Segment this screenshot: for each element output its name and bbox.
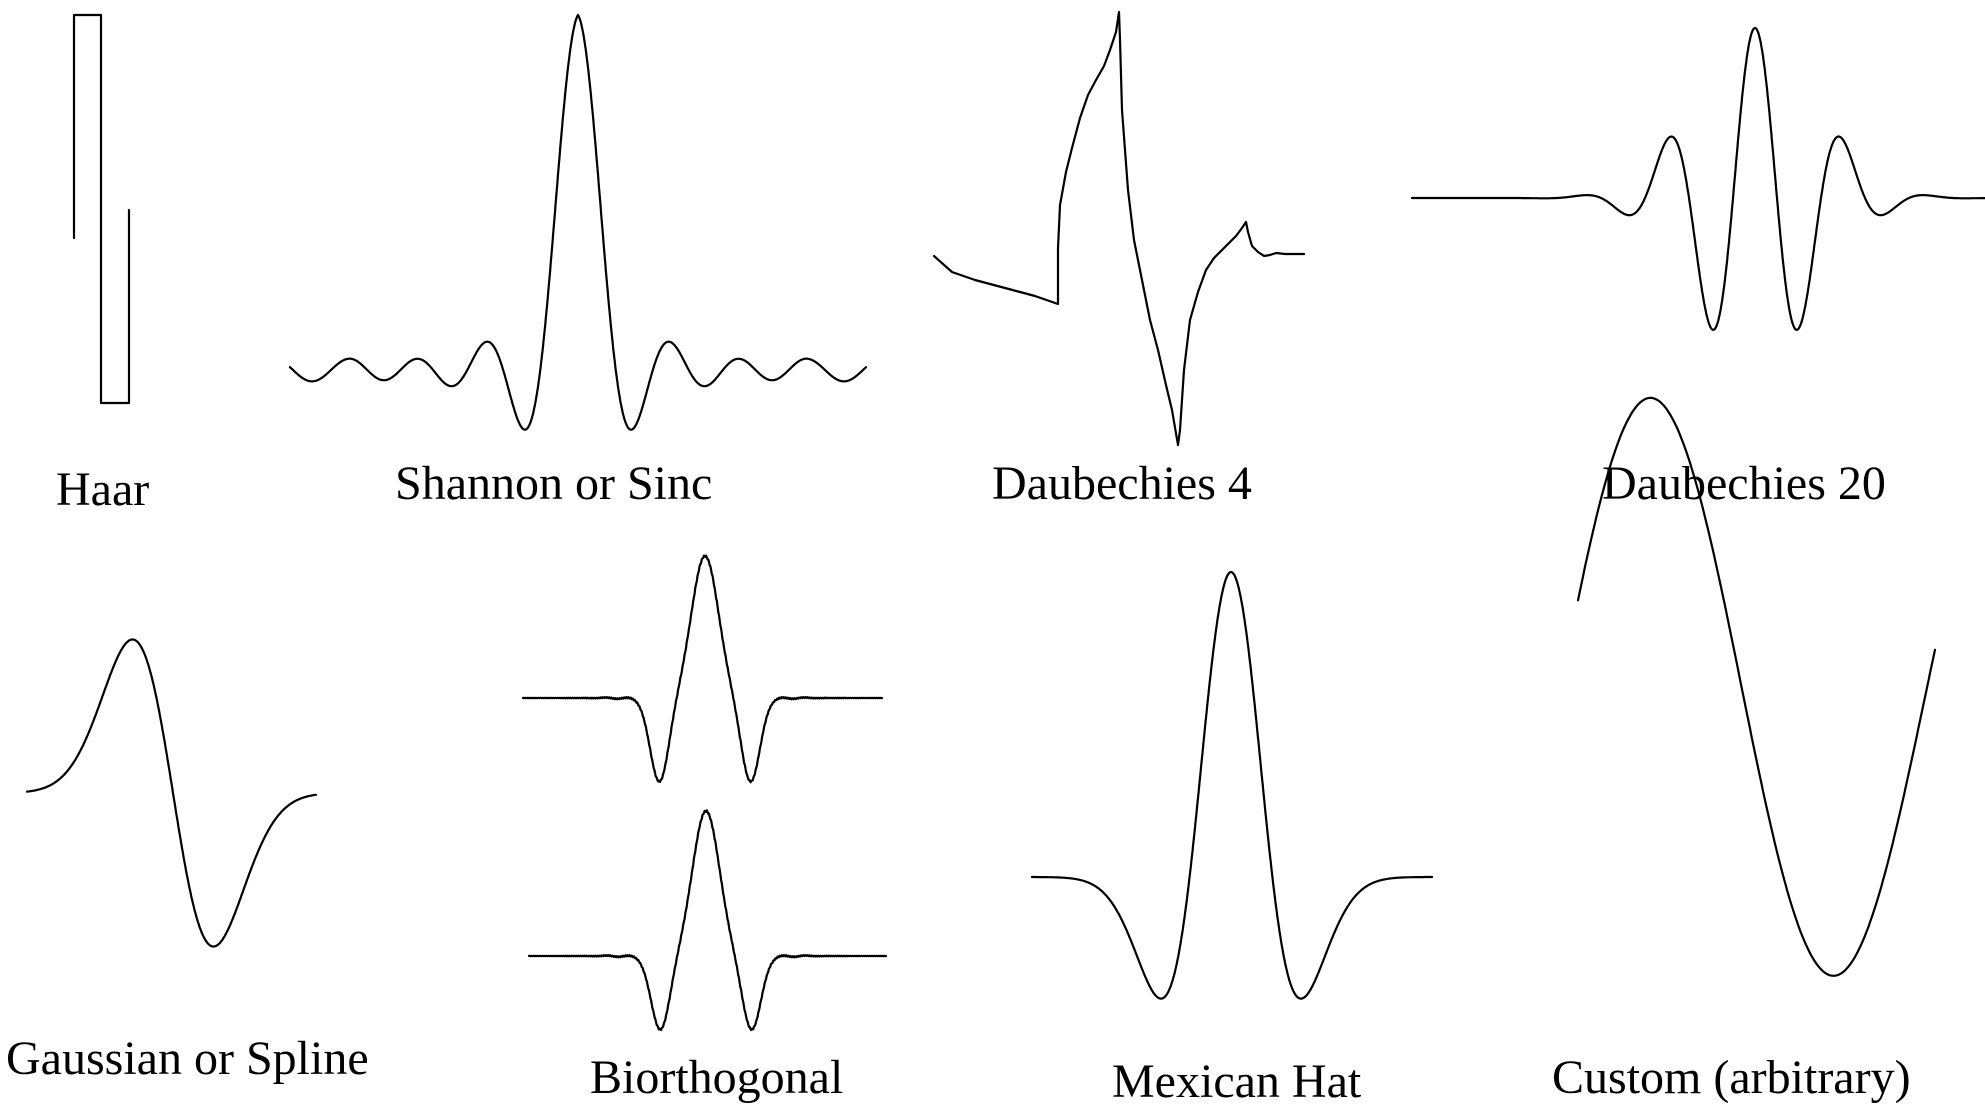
- daubechies20-label: Daubechies 20: [1602, 457, 1886, 510]
- haar-wavelet-curve: [72, 13, 131, 405]
- gaussian-wavelet-curve: [25, 638, 318, 948]
- shannon-label: Shannon or Sinc: [395, 457, 713, 510]
- daubechies4-wavelet-curve: [932, 10, 1306, 447]
- custom-label: Custom (arbitrary): [1552, 1051, 1911, 1104]
- haar-label: Haar: [56, 463, 150, 516]
- biorthogonal-label: Biorthogonal: [590, 1051, 844, 1104]
- custom-wavelet-curve: [1576, 396, 1937, 977]
- shannon-wavelet-curve: [288, 13, 868, 431]
- biorthogonal-reconstruction-curve: [527, 809, 888, 1032]
- mexican-hat-wavelet-curve: [1030, 570, 1434, 1000]
- biorthogonal-decomposition-curve: [521, 554, 884, 784]
- gaussian-label: Gaussian or Spline: [6, 1032, 369, 1085]
- daubechies20-wavelet-curve: [1410, 26, 1985, 331]
- mexican-hat-label: Mexican Hat: [1112, 1055, 1362, 1108]
- daubechies4-label: Daubechies 4: [992, 457, 1252, 510]
